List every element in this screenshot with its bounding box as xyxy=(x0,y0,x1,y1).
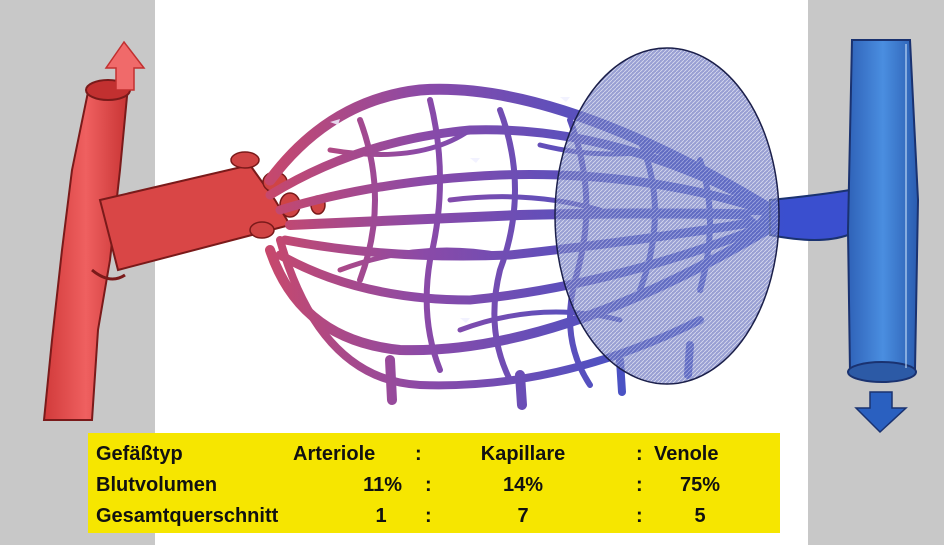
legend-cross-section-kapillare: 7 xyxy=(463,504,583,528)
legend-header-venole: Venole xyxy=(654,442,718,466)
legend-separator: : xyxy=(425,504,432,528)
legend-separator: : xyxy=(425,473,432,497)
legend-separator: : xyxy=(415,442,422,466)
legend-separator: : xyxy=(636,504,643,528)
vein xyxy=(770,40,918,382)
legend-volume-arteriole: 11% xyxy=(318,473,402,497)
legend-header-kapillare: Kapillare xyxy=(463,442,583,466)
legend-separator: : xyxy=(636,473,643,497)
artery xyxy=(44,80,290,420)
legend-cross-section-venole: 5 xyxy=(685,504,715,528)
venule-highlight-ellipse xyxy=(555,48,779,384)
legend-table: Gefäßtyp Arteriole : Kapillare : Venole … xyxy=(88,433,780,533)
legend-header-arteriole: Arteriole xyxy=(293,442,375,466)
legend-volume-venole: 75% xyxy=(660,473,740,497)
legend-separator: : xyxy=(636,442,643,466)
legend-volume-label: Blutvolumen xyxy=(96,473,217,497)
legend-header-label: Gefäßtyp xyxy=(96,442,183,466)
legend-cross-section-label: Gesamtquerschnitt xyxy=(96,504,278,528)
arrow-down-icon xyxy=(856,392,906,432)
legend-cross-section-arteriole: 1 xyxy=(366,504,396,528)
legend-volume-kapillare: 14% xyxy=(463,473,583,497)
